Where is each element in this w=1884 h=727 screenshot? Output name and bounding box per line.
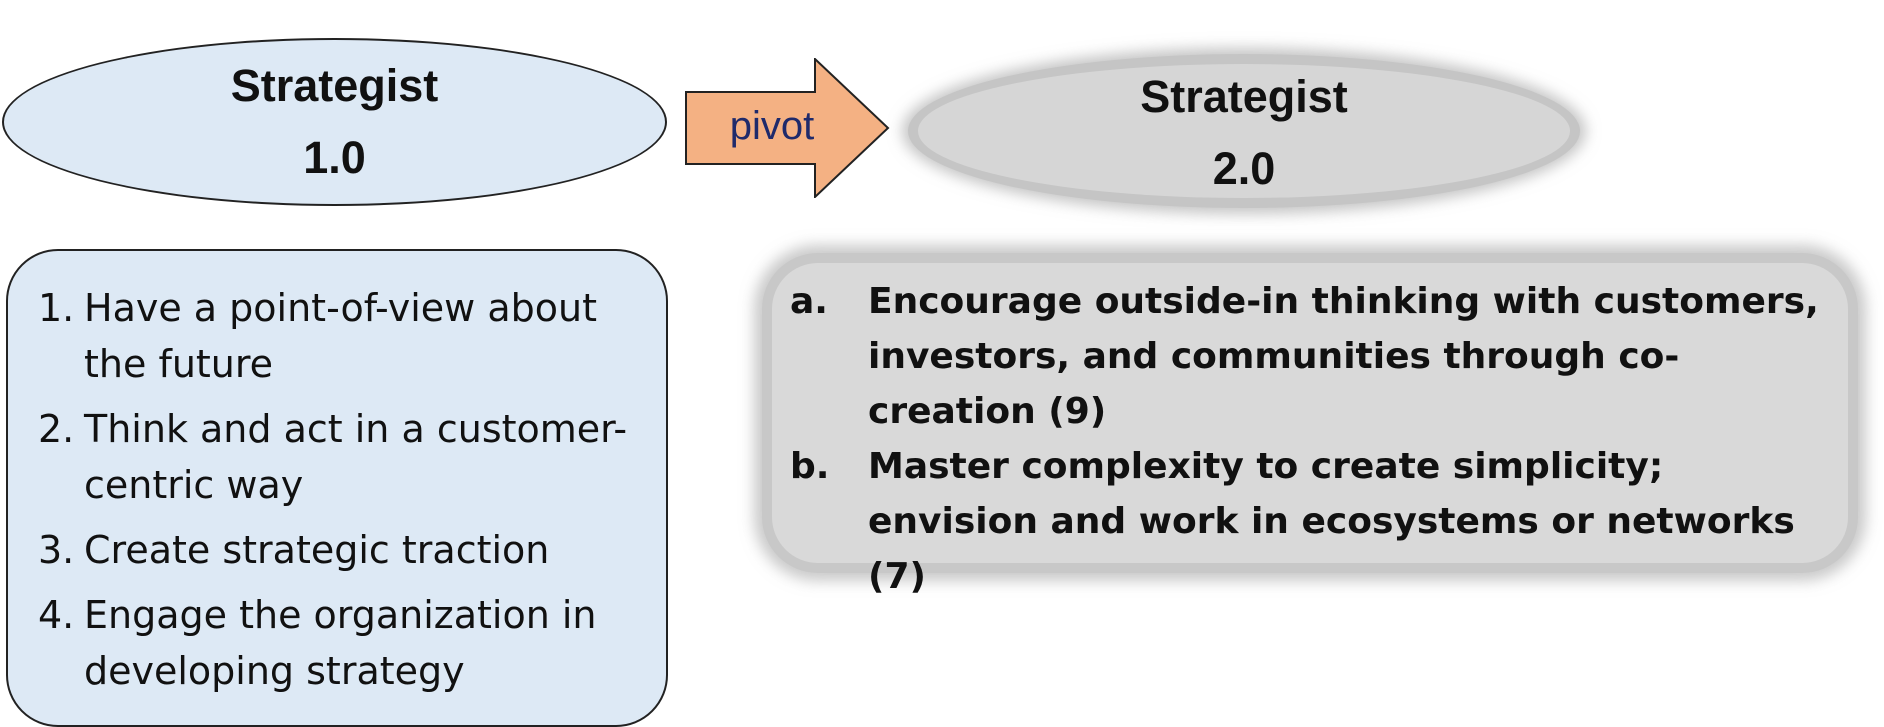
list-marker: b. bbox=[790, 446, 830, 487]
list-text: Create strategic traction bbox=[84, 528, 550, 572]
strategist-2-text: Strategist 2.0 bbox=[918, 58, 1570, 208]
strategist-2-box bbox=[772, 263, 1848, 563]
strategist-1-list: 1. Have a point-of-view about the future… bbox=[38, 280, 658, 708]
list-marker: a. bbox=[790, 281, 828, 322]
list-item: 2. Think and act in a customer-centric w… bbox=[38, 401, 658, 513]
list-marker: 3. bbox=[38, 528, 75, 572]
list-item: a. Encourage outside-in thinking with cu… bbox=[790, 274, 1830, 439]
strategist-2-ellipse bbox=[918, 64, 1570, 198]
strategist-1-box bbox=[6, 249, 668, 727]
pivot-label: pivot bbox=[729, 104, 815, 148]
list-text: Have a point-of-view about the future bbox=[84, 286, 597, 386]
strategist-2-version: 2.0 bbox=[1212, 143, 1276, 194]
list-text: Think and act in a customer-centric way bbox=[84, 407, 628, 507]
list-item: 3. Create strategic traction bbox=[38, 522, 658, 578]
strategist-2-list: a. Encourage outside-in thinking with cu… bbox=[790, 274, 1830, 604]
pivot-arrow-icon bbox=[685, 58, 890, 198]
list-text: Engage the organization in developing st… bbox=[84, 593, 597, 693]
list-text: Encourage outside-in thinking with custo… bbox=[868, 281, 1819, 432]
strategist-1-title: Strategist bbox=[230, 60, 439, 111]
list-item: 1. Have a point-of-view about the future bbox=[38, 280, 658, 392]
list-item: 4. Engage the organization in developing… bbox=[38, 587, 658, 699]
list-text: Master complexity to create simplicity; … bbox=[868, 446, 1795, 597]
list-marker: 1. bbox=[38, 286, 75, 330]
list-item: b. Master complexity to create simplicit… bbox=[790, 439, 1830, 604]
list-marker: 2. bbox=[38, 407, 75, 451]
list-marker: 4. bbox=[38, 593, 75, 637]
strategist-2-title: Strategist bbox=[1140, 71, 1348, 122]
strategist-1-version: 1.0 bbox=[303, 132, 366, 183]
strategist-1-ellipse: Strategist 1.0 bbox=[2, 38, 667, 206]
